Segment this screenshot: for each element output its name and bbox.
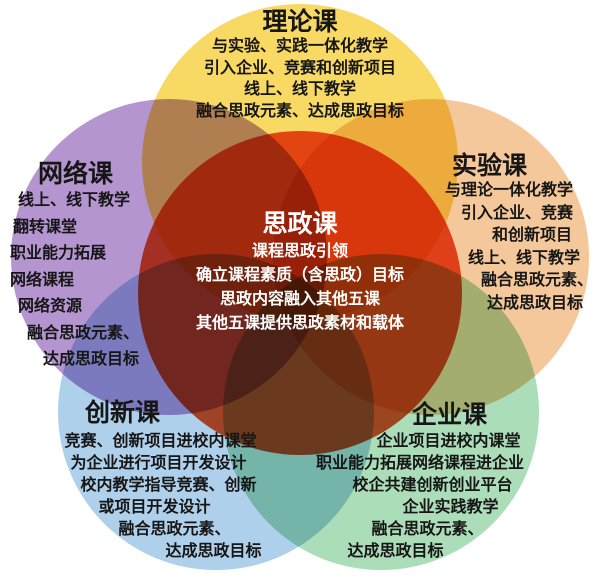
- theory-course-lines: 与实验、实践一体化教学 引入企业、竞赛和创新项目 线上、线下教学 融合思政元素、…: [140, 36, 460, 122]
- network-course-line-7: 达成思政目标: [43, 351, 140, 368]
- enterprise-course-line-4: 企业实践教学: [402, 499, 499, 516]
- network-course-line-5: 网络资源: [18, 298, 83, 315]
- experiment-course-line-6: 达成思政目标: [486, 294, 583, 312]
- ideology-course-circle: [138, 131, 462, 455]
- network-course-line-3: 职业能力拓展: [10, 245, 107, 262]
- enterprise-course-lines: 企业项目进校内课堂 职业能力拓展网络课程进企业 校企共建创新创业平台 企业实践教…: [316, 431, 543, 563]
- enterprise-course-line-5: 融合思政元素、: [371, 521, 484, 538]
- network-course-line-2: 翻转课堂: [13, 218, 78, 236]
- ideology-course-section: 思政课 课程思政引领 确立课程素质（含思政）目标 思政内容融入其他五课 其他五课…: [150, 210, 450, 336]
- ideology-course-line-3: 思政内容融入其他五课: [219, 291, 380, 308]
- innovation-course-title: 创新课: [85, 399, 161, 427]
- innovation-course-line-6: 达成思政目标: [165, 543, 262, 560]
- innovation-course-lines: 竞赛、创新项目进校内课堂 为企业进行项目开发设计 校内教学指导竞赛、创新 或项目…: [62, 431, 267, 563]
- network-course-title: 网络课: [38, 160, 114, 188]
- theory-course-line-1: 与实验、实践一体化教学: [211, 38, 388, 55]
- theory-course-title: 理论课: [262, 8, 338, 36]
- experiment-course-section: 实验课 与理论一体化教学 引入企业、竞赛 和创新项目 线上、线下教学 融合思政元…: [425, 152, 595, 316]
- innovation-course-line-4: 或项目开发设计: [98, 499, 211, 516]
- experiment-course-line-1: 与理论一体化教学: [444, 182, 573, 199]
- experiment-course-line-5: 融合思政元素、: [480, 272, 593, 290]
- theory-course-section: 理论课 与实验、实践一体化教学 引入企业、竞赛和创新项目 线上、线下教学 融合思…: [140, 8, 460, 122]
- innovation-course-line-2: 为企业进行项目开发设计: [70, 455, 247, 472]
- experiment-course-line-3: 和创新项目: [491, 227, 572, 245]
- enterprise-course-section: 企业课 企业项目进校内课堂 职业能力拓展网络课程进企业 校企共建创新创业平台 企…: [316, 402, 543, 563]
- innovation-course-line-1: 竞赛、创新项目进校内课堂: [64, 433, 257, 450]
- enterprise-course-line-2: 职业能力拓展网络课程进企业: [316, 455, 525, 472]
- enterprise-course-title: 企业课: [411, 401, 487, 429]
- innovation-course-line-3: 校内教学指导竞赛、创新: [80, 477, 257, 494]
- enterprise-course-line-1: 企业项目进校内课堂: [376, 433, 521, 450]
- enterprise-course-line-6: 达成思政目标: [347, 543, 444, 560]
- experiment-course-line-4: 线上、线下教学: [467, 249, 580, 267]
- network-course-line-4: 网络课程: [10, 271, 75, 289]
- theory-course-line-4: 融合思政元素、达成思政目标: [195, 102, 404, 120]
- experiment-course-lines: 与理论一体化教学 引入企业、竞赛 和创新项目 线上、线下教学 融合思政元素、 达…: [425, 180, 595, 316]
- experiment-course-line-2: 引入企业、竞赛: [460, 204, 573, 222]
- ideology-course-line-2: 确立课程素质（含思政）目标: [195, 267, 404, 284]
- enterprise-course-line-3: 校企共建创新创业平台: [352, 477, 513, 494]
- ideology-course-lines: 课程思政引领 确立课程素质（含思政）目标 思政内容融入其他五课 其他五课提供思政…: [150, 240, 450, 336]
- network-course-line-1: 线上、线下教学: [18, 192, 131, 209]
- ideology-course-title: 思政课: [262, 210, 338, 238]
- experiment-course-title: 实验课: [452, 152, 528, 180]
- network-course-line-6: 融合思政元素、: [27, 324, 140, 342]
- innovation-course-section: 创新课 竞赛、创新项目进校内课堂 为企业进行项目开发设计 校内教学指导竞赛、创新…: [62, 400, 267, 563]
- network-course-lines: 线上、线下教学 翻转课堂 职业能力拓展 网络课程 网络资源 融合思政元素、 达成…: [10, 188, 139, 374]
- network-course-section: 网络课 线上、线下教学 翻转课堂 职业能力拓展 网络课程 网络资源 融合思政元素…: [10, 160, 139, 374]
- ideology-course-line-4: 其他五课提供思政素材和载体: [195, 315, 404, 332]
- theory-course-line-3: 线上、线下教学: [243, 81, 356, 98]
- ideology-course-line-1: 课程思政引领: [251, 243, 348, 260]
- theory-course-line-2: 引入企业、竞赛和创新项目: [203, 59, 396, 77]
- innovation-course-line-5: 融合思政元素、: [118, 521, 231, 538]
